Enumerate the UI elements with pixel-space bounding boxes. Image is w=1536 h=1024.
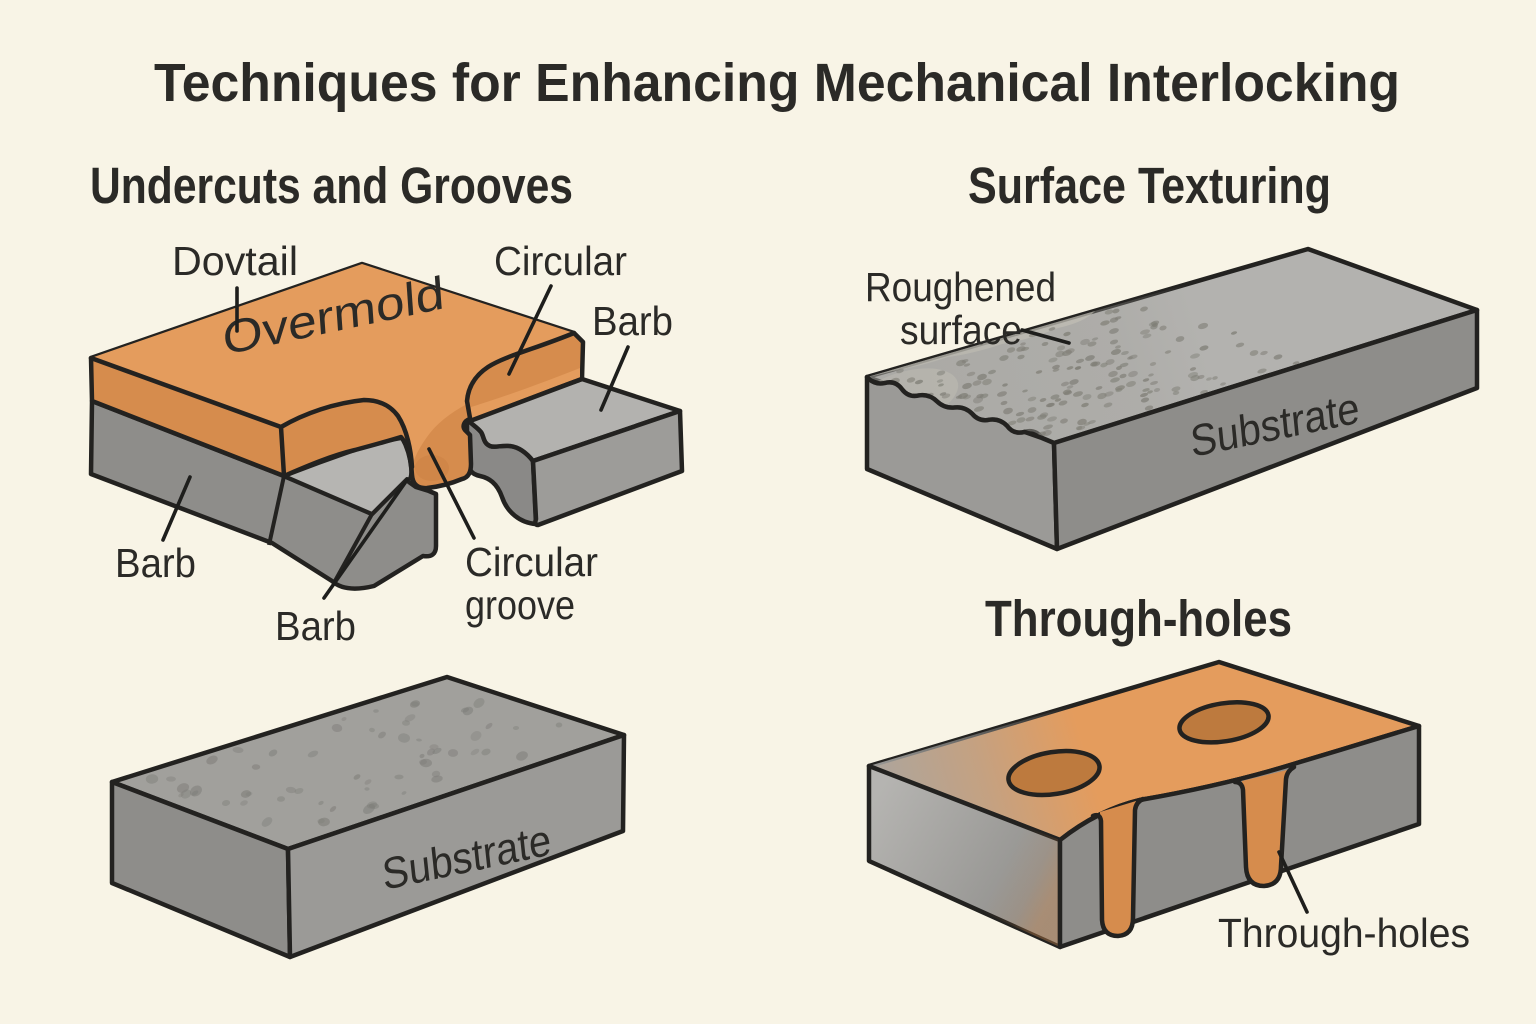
svg-text:groove: groove <box>465 582 575 628</box>
svg-text:Barb: Barb <box>592 298 673 344</box>
svg-text:Through-holes: Through-holes <box>985 590 1292 647</box>
svg-text:Techniques for Enhancing Mecha: Techniques for Enhancing Mechanical Inte… <box>154 53 1400 113</box>
svg-text:Surface Texturing: Surface Texturing <box>968 157 1331 214</box>
svg-text:Circular: Circular <box>465 539 598 585</box>
svg-text:Through-holes: Through-holes <box>1218 910 1470 956</box>
svg-text:Barb: Barb <box>275 603 356 649</box>
svg-text:Dovtail: Dovtail <box>172 238 298 284</box>
svg-text:Barb: Barb <box>115 540 196 586</box>
svg-text:Roughened: Roughened <box>865 264 1056 310</box>
svg-text:Circular: Circular <box>494 238 627 284</box>
svg-text:surface: surface <box>900 307 1022 353</box>
svg-text:Undercuts and Grooves: Undercuts and Grooves <box>90 157 573 214</box>
